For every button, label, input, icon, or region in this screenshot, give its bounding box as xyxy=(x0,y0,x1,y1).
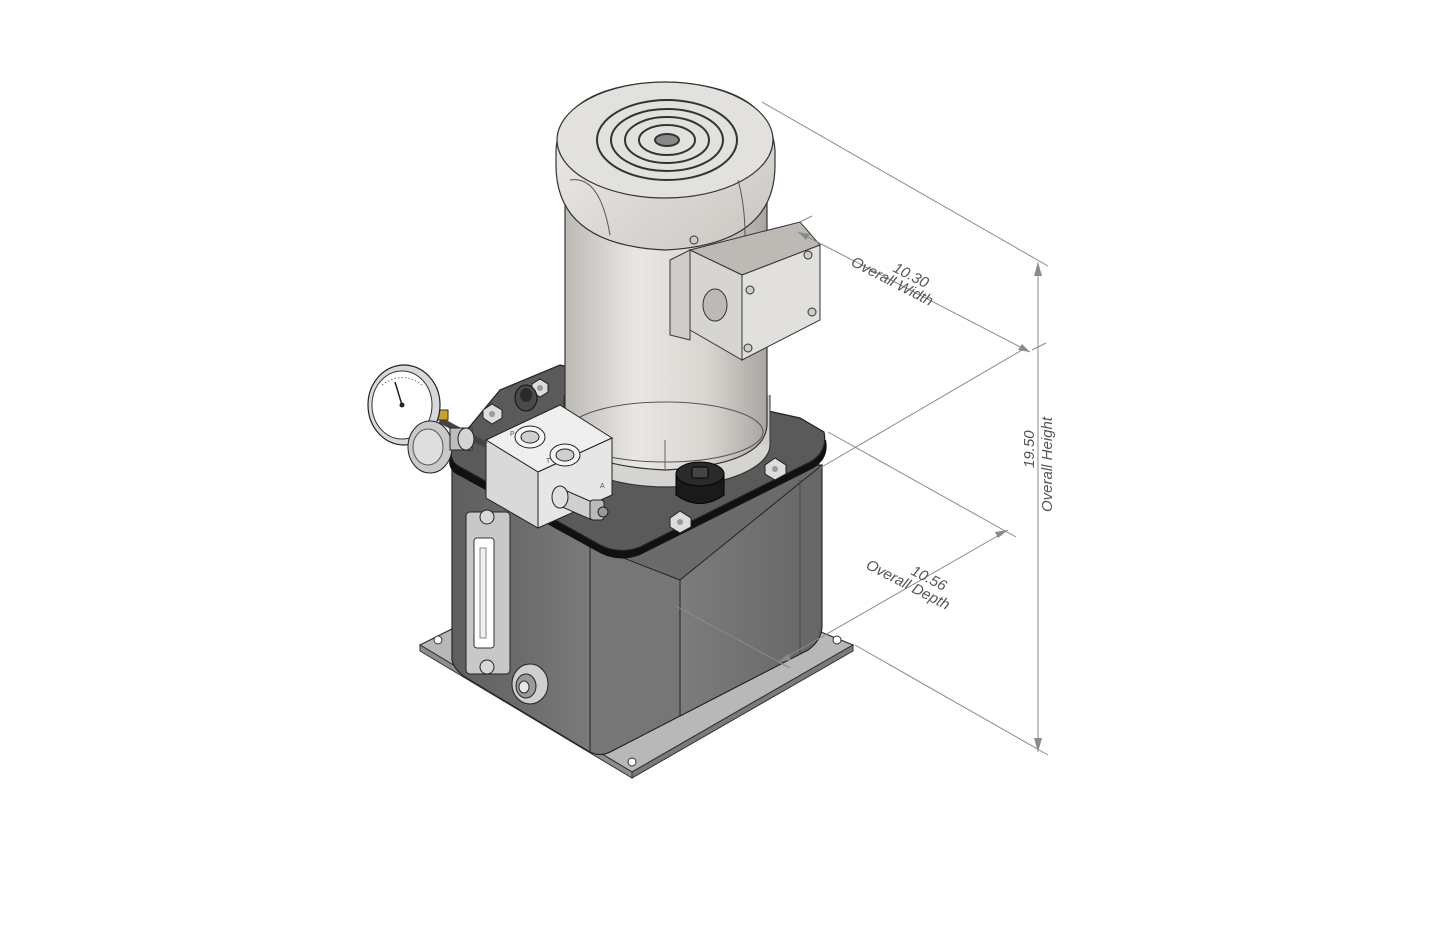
extension-line xyxy=(675,605,791,669)
valve-port-label: T xyxy=(546,458,551,465)
junction-box xyxy=(669,221,821,361)
hex-bolt xyxy=(482,403,503,425)
height-label: Overall Height xyxy=(1039,416,1056,512)
drain-plug xyxy=(511,663,549,705)
extension-line xyxy=(827,431,1017,538)
mount-hole xyxy=(433,635,443,645)
height-value: 19.50 xyxy=(1021,430,1038,468)
extension-line xyxy=(819,349,1023,469)
hex-bolt xyxy=(669,510,692,534)
valve-port-label: P xyxy=(510,431,515,438)
mount-hole xyxy=(627,757,637,767)
extension-line xyxy=(1031,342,1047,351)
mount-hole xyxy=(832,635,842,645)
dimension-line xyxy=(777,529,1009,663)
plate-bolts xyxy=(482,378,787,534)
sight-glass xyxy=(465,509,511,675)
pressure-gauge xyxy=(367,364,488,474)
valve-port-label: A xyxy=(600,483,605,490)
extension-line xyxy=(761,101,1049,267)
valve-block: P T A xyxy=(484,404,614,529)
extension-line xyxy=(854,644,1049,756)
dimension-line xyxy=(797,231,1031,353)
hex-bolt xyxy=(764,457,787,481)
fan-grille xyxy=(596,99,738,181)
gauge-needle xyxy=(394,381,403,406)
fitting xyxy=(514,384,538,412)
dimension-overall-height: 19.50 Overall Height xyxy=(761,101,1056,756)
dimension-overall-width: 10.30 Overall Width xyxy=(797,215,1047,353)
extension-line xyxy=(799,215,813,223)
breather-cap xyxy=(675,461,725,504)
